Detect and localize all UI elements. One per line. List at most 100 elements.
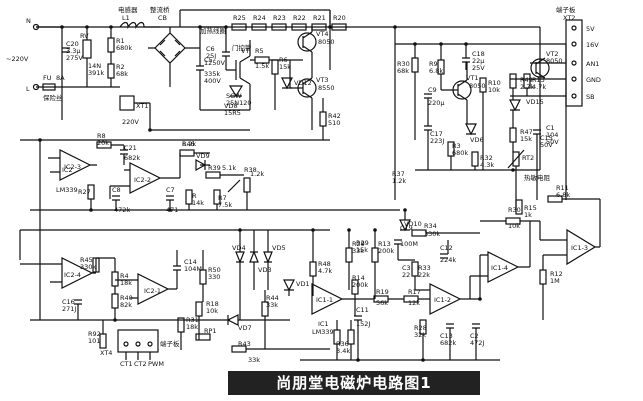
component-label: 32k [414, 331, 426, 339]
rail-right [329, 10, 396, 200]
component-label: RV [80, 32, 89, 40]
ic2-2-label: IC2-2 [134, 176, 151, 184]
component-label: 510 [328, 119, 340, 127]
component-label: R25 [233, 14, 246, 22]
component-label: R1 [116, 37, 125, 45]
inductor-ref-label: L1 [122, 14, 130, 22]
component-label: VD3 [258, 266, 272, 274]
mains-n-label: N [26, 17, 31, 25]
component-label: R39 [208, 164, 221, 172]
component-label: 330k [424, 230, 440, 238]
top-rail [36, 9, 331, 28]
xt4-pin-ct2 [135, 341, 141, 347]
r24-resistor [251, 23, 267, 31]
component-label: R15 [524, 204, 537, 212]
component-label: 680k [116, 44, 132, 52]
fuse-fu [42, 83, 56, 91]
component-label: R27 [78, 188, 91, 196]
component-label: R7 [218, 194, 227, 202]
component-label: 8.2k [182, 140, 196, 148]
component-label: 472J [470, 339, 484, 347]
component-label: VD5 [272, 244, 286, 252]
ic1-2-wires [388, 210, 481, 360]
component-label: 25N120 [226, 99, 252, 107]
component-label: 2.7k [520, 83, 534, 91]
mains-voltage-label: ~220V [6, 55, 29, 63]
bridge-name-label: 整流桥 [150, 5, 170, 14]
component-label: 100M [400, 240, 418, 248]
component-label: 1.2k [250, 170, 264, 178]
r1-resistor [107, 37, 115, 53]
component-label: 18k [120, 279, 132, 287]
component-label: 1k [524, 211, 532, 219]
r5-r6-wires [250, 59, 290, 110]
xt4-pin-ct2-label: CT2 [134, 360, 147, 368]
component-label: 12k [408, 299, 420, 307]
component-label: 4.3k [480, 161, 494, 169]
c14-capacitor [173, 265, 181, 271]
xt2-pin-16v-label: 16V [586, 41, 599, 49]
component-label: 1.5k [255, 62, 269, 70]
component-label: 56k [376, 299, 388, 307]
xt4-title-label: 端子板 [160, 339, 180, 348]
component-label: R45 [80, 256, 93, 264]
component-label: 682k [124, 154, 140, 162]
component-label: C3 [402, 264, 411, 272]
r4-resistor [111, 271, 119, 287]
xt4-ref-label: XT4 [100, 349, 112, 357]
component-label: 1.2k [392, 177, 406, 185]
component-label: R30 [397, 60, 410, 68]
vd15-diode [509, 99, 521, 112]
ic2-type-label: LM339 [56, 186, 78, 194]
component-label: 22 [402, 271, 410, 279]
component-label: VD15 [526, 98, 544, 106]
component-label: 22μ [472, 57, 484, 65]
component-label: R12 [550, 270, 563, 278]
component-label: R40 [120, 294, 133, 302]
ic1-3-comparator [566, 228, 597, 266]
xt1-voltage-label: 220V [122, 118, 139, 126]
component-label: C15 [540, 134, 553, 142]
r20-resistor [331, 23, 347, 31]
xt2-terminal-block [565, 19, 583, 107]
component-label: 335k [204, 70, 220, 78]
ic2-3-comparator [59, 149, 92, 181]
component-label: R18 [206, 300, 219, 308]
component-label: VD7 [238, 324, 252, 332]
xt1-wires [134, 102, 250, 131]
r47-resistor [509, 127, 517, 143]
inductor-name-label: 电感器 [118, 5, 138, 14]
component-label: R13 [378, 240, 391, 248]
component-label: 6.8k [556, 191, 570, 199]
r40-resistor [111, 293, 119, 309]
component-label: R42 [328, 112, 341, 120]
component-label: 5.1k [222, 164, 236, 172]
component-label: 15k [520, 135, 532, 143]
component-label: 50V [540, 141, 553, 149]
component-label: VD6 [470, 136, 484, 144]
fuse-value-label: 8A [56, 74, 65, 82]
component-label: C13 [440, 332, 453, 340]
r46-resistor [179, 149, 195, 157]
component-label: 33k [352, 247, 364, 255]
component-label: C9 [428, 86, 437, 94]
c7-capacitor [166, 195, 174, 201]
bridge-rectifier-cb [154, 32, 186, 64]
component-label: VD9 [196, 152, 210, 160]
ic1-3-wires [480, 198, 601, 320]
component-label: R38 [244, 166, 257, 174]
ic2-4-label: IC2-4 [64, 271, 81, 279]
rail-5v [395, 26, 541, 170]
r92-resistor [99, 333, 107, 349]
ic1-4-label: IC1-4 [491, 264, 508, 272]
component-label: 330 [208, 273, 220, 281]
component-label: VD10 [404, 220, 422, 228]
vd8-diode [228, 85, 244, 98]
component-label: C14 [184, 258, 197, 266]
ic1-type-label: LM339 [312, 328, 334, 336]
component-label: 471 [166, 206, 178, 214]
component-label: 8050 [546, 57, 563, 65]
component-label: RT2 [522, 154, 534, 162]
component-label: 400V [204, 77, 221, 85]
component-label: VD4 [232, 244, 246, 252]
